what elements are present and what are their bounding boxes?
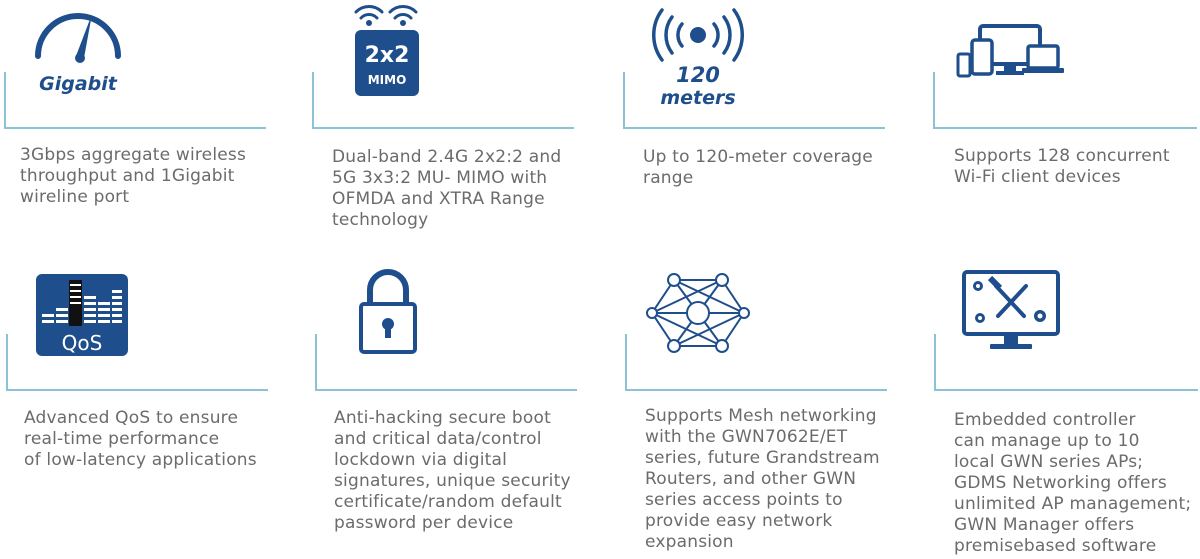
qos-icon: QoS	[36, 274, 128, 356]
range-caption: 120	[676, 63, 720, 87]
mimo-caption: 2x2	[365, 43, 410, 68]
mesh-icon	[646, 272, 750, 354]
qos-caption: QoS	[62, 331, 103, 355]
controller-icon	[962, 270, 1060, 354]
lock-icon	[358, 266, 418, 356]
range-icon: 120 meters	[648, 2, 748, 109]
devices-icon	[956, 24, 1066, 80]
mimo-icon: 2x2 MIMO	[348, 0, 428, 100]
gigabit-caption: Gigabit	[39, 73, 118, 95]
mimo-subcaption: MIMO	[368, 73, 407, 87]
range-subcaption: meters	[660, 87, 735, 108]
speedometer-icon: Gigabit	[28, 6, 128, 96]
